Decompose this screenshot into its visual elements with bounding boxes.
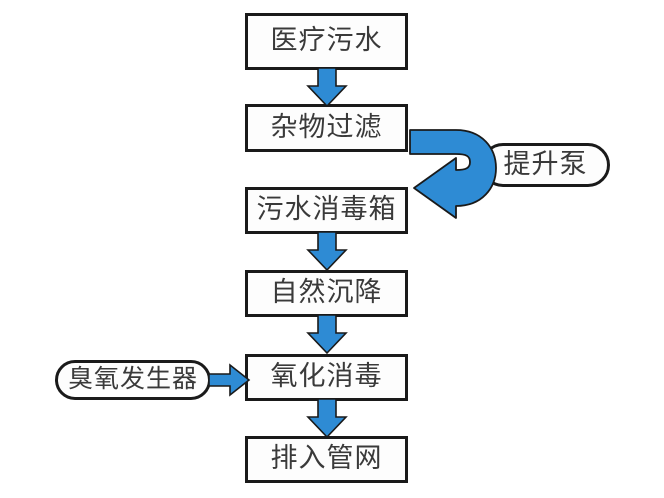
node-medical-wastewater[interactable]: 医疗污水: [245, 13, 408, 70]
node-label: 污水消毒箱: [256, 194, 397, 224]
node-oxidation-disinfection[interactable]: 氧化消毒: [245, 354, 408, 401]
node-ozone-generator[interactable]: 臭氧发生器: [55, 360, 211, 400]
node-discharge-pipe-network[interactable]: 排入管网: [245, 436, 408, 483]
node-label: 臭氧发生器: [67, 365, 198, 393]
arrow-down-icon-flow-3: [306, 231, 348, 272]
node-debris-filtration[interactable]: 杂物过滤: [245, 104, 408, 152]
node-lift-pump[interactable]: 提升泵: [481, 143, 610, 187]
node-sewage-disinfection-tank[interactable]: 污水消毒箱: [245, 187, 408, 234]
arrow-right-icon-feed-1: [208, 363, 251, 397]
node-label: 排入管网: [270, 443, 383, 473]
arrow-uturn-left-icon-flow-2: [409, 129, 497, 219]
node-label: 氧化消毒: [270, 361, 383, 391]
arrow-down-icon-flow-1: [306, 67, 348, 108]
arrow-down-icon-flow-4: [306, 314, 348, 355]
node-label: 医疗污水: [270, 25, 383, 55]
arrow-down-icon-flow-5: [306, 398, 348, 439]
node-natural-sedimentation[interactable]: 自然沉降: [245, 270, 408, 317]
node-label: 杂物过滤: [270, 111, 383, 142]
node-label: 提升泵: [503, 148, 588, 179]
node-label: 自然沉降: [270, 277, 383, 307]
